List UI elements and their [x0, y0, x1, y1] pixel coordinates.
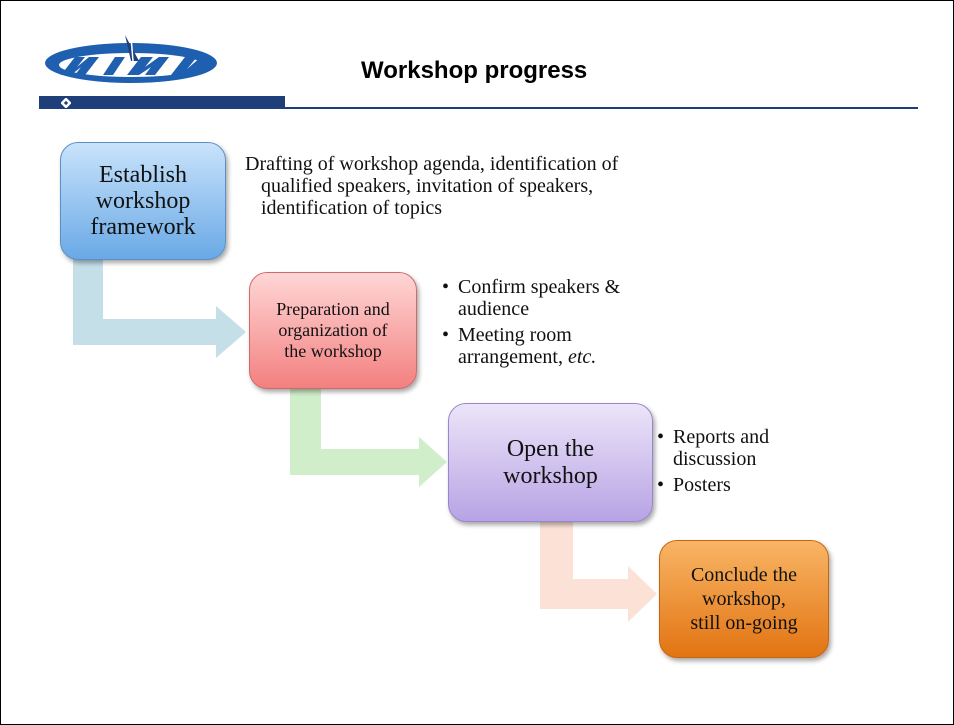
step-label: Conclude the workshop, still on-going — [690, 564, 798, 634]
header-rule — [285, 107, 918, 109]
step-open-workshop: Open the workshop — [448, 403, 653, 522]
bullet-text-italic: etc. — [567, 346, 597, 368]
step-establish-framework: Establish workshop framework — [60, 142, 226, 260]
step-preparation: Preparation and organization of the work… — [249, 272, 417, 389]
bullet-text: discussion — [673, 448, 757, 470]
bullet-text: Meeting room — [458, 324, 572, 346]
step-label: Preparation and organization of the work… — [276, 299, 390, 361]
description-line: identification of topics — [261, 197, 443, 219]
step2-bullets: Confirm speakers & audience Meeting room… — [442, 276, 692, 372]
connector-arrow-1 — [73, 258, 246, 358]
organization-logo-icon — [45, 35, 217, 83]
description-line: Drafting of workshop agenda, identificat… — [245, 153, 619, 175]
bullet-text: Posters — [673, 474, 731, 496]
bullet-item: Meeting room arrangement, etc. — [442, 324, 692, 368]
step-label: Open the workshop — [503, 435, 598, 489]
bullet-item: Posters — [657, 474, 837, 496]
bullet-item: Reports and discussion — [657, 426, 837, 470]
bullet-item: Confirm speakers & audience — [442, 276, 692, 320]
header-band — [39, 96, 285, 109]
step-conclude-workshop: Conclude the workshop, still on-going — [659, 540, 829, 658]
description-line: qualified speakers, invitation of speake… — [261, 175, 594, 197]
connector-arrow-2 — [290, 387, 447, 487]
diamond-icon — [61, 98, 71, 108]
step1-description: Drafting of workshop agenda, identificat… — [245, 153, 715, 219]
step-label: Establish workshop framework — [90, 162, 196, 240]
page-title: Workshop progress — [361, 57, 588, 84]
step3-bullets: Reports and discussion Posters — [657, 426, 837, 500]
bullet-text-line: arrangement, etc. — [458, 346, 692, 368]
bullet-text: audience — [458, 298, 530, 320]
bullet-text: Reports and — [673, 426, 770, 448]
bullet-text: arrangement, — [458, 346, 568, 368]
connector-arrow-3 — [540, 520, 657, 622]
bullet-text: Confirm speakers & — [458, 276, 621, 298]
